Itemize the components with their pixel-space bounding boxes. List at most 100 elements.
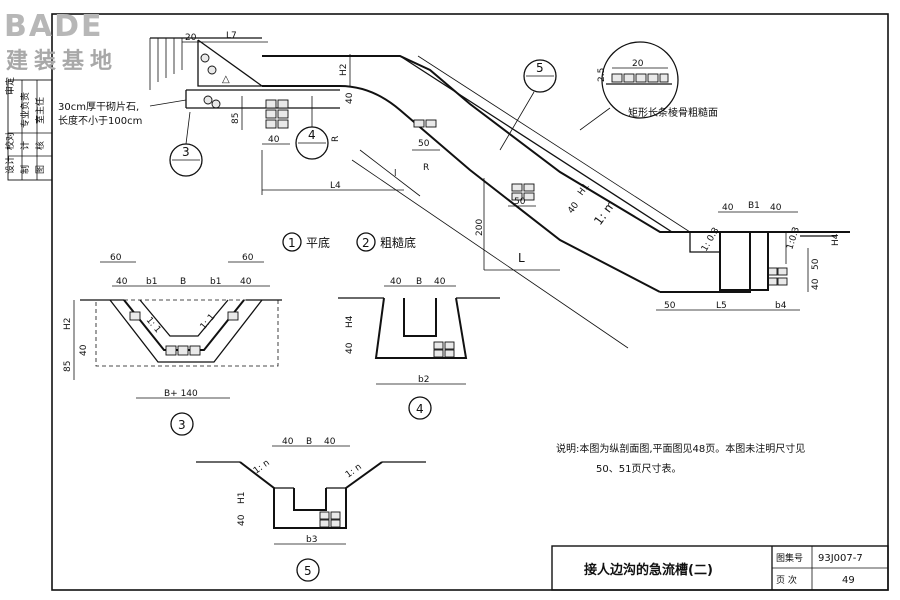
slope-03b: 1:0.3 — [785, 226, 802, 251]
dim-40-slope: 40 — [566, 200, 581, 215]
s4-num: 4 — [416, 402, 424, 416]
section-5: 40 B 40 1: n 1: n H1 40 b3 5 — [196, 437, 426, 582]
s3-B: B — [180, 277, 186, 287]
legend: 1 平底 2 粗糙底 — [282, 232, 416, 252]
dim-l: l — [394, 169, 397, 179]
s3-dim-40-r: 40 — [240, 277, 252, 287]
callout-4: 4 — [295, 96, 329, 160]
strip-c1-r3: 设计 — [4, 156, 16, 174]
dim-50-r: 50 — [811, 258, 821, 270]
callout-5: 5 — [499, 59, 557, 151]
s3-bottom: B+ 140 — [164, 389, 198, 399]
slope-1m: 1: m — [591, 198, 618, 228]
s5-dim-40: 40 — [237, 514, 247, 526]
s3-slope-l: 1: 1 — [144, 316, 163, 336]
strip-c3-r3: 图 — [35, 165, 46, 174]
strip-c1-r2: 校对 — [4, 132, 16, 150]
callout-5-num: 5 — [536, 61, 544, 75]
s3-dim-40-l: 40 — [116, 277, 128, 287]
s5-dim-40-r: 40 — [324, 437, 336, 447]
strip-c2-r2: 计 — [19, 141, 31, 150]
logo-subtitle: 建装基地 — [6, 49, 118, 74]
callout-3: 3 — [169, 111, 203, 177]
s5-b3: b3 — [306, 535, 317, 545]
stone-blocks — [265, 99, 788, 286]
atlas-value: 93J007-7 — [818, 553, 863, 564]
dim-H2-top: H2 — [339, 64, 349, 77]
dim-L7: L7 — [226, 31, 237, 41]
angle-mark: △ — [222, 74, 230, 85]
dim-50-a: 50 — [418, 139, 430, 149]
stone-note-line2: 长度不小于100cm — [58, 114, 142, 127]
s3-num: 3 — [178, 418, 186, 432]
strip-c2-r1: 专业负责 — [19, 92, 31, 128]
stone-note-line1: 30cm厚干砌片石, — [58, 100, 139, 113]
s3-dim-60-l: 60 — [110, 253, 122, 263]
longitudinal-section: △ 20 L7 H2 40 — [149, 31, 850, 349]
sheet-frame — [51, 13, 889, 591]
s4-b2: b2 — [418, 375, 429, 385]
R-b: R — [423, 163, 429, 173]
dim-200: 200 — [475, 219, 485, 236]
note-block: 说明:本图为纵剖面图,平面图见48页。本图未注明尺寸见 50、51页尺寸表。 — [556, 442, 805, 475]
s3-b1-l: b1 — [146, 277, 157, 287]
s3-H2: H2 — [63, 318, 73, 331]
dim-b4: b4 — [775, 301, 787, 311]
dim-40-b: 40 — [268, 135, 280, 145]
atlas-label: 图集号 — [776, 552, 803, 564]
dim-20-top: 20 — [185, 33, 197, 43]
legend-2-num: 2 — [362, 236, 370, 250]
callout-4-num: 4 — [308, 128, 316, 142]
s5-slope-l: 1: n — [252, 458, 272, 476]
strip-c3-r2: 核 — [34, 141, 46, 150]
s3-dim-60-r: 60 — [242, 253, 254, 263]
s5-dim-40-l: 40 — [282, 437, 294, 447]
callout-3-num: 3 — [182, 145, 190, 159]
logo-brand: BADE — [4, 9, 103, 44]
detail-25: 2.5 — [597, 68, 607, 82]
dim-50-bot: 50 — [664, 301, 676, 311]
dim-40-r1: 40 — [722, 203, 734, 213]
strip-c1-r1: 审定 — [4, 77, 16, 95]
approval-strip: 审定 校对 设计 专业负责 计 制 室主任 核 图 — [4, 77, 53, 181]
dim-40-r2: 40 — [770, 203, 782, 213]
R-a: R — [331, 136, 341, 142]
title-block: 接人边沟的急流槽(二) 图集号 93J007-7 页 次 49 — [551, 545, 889, 591]
section-3: 60 60 40 b1 B b1 40 1: 1 1: 1 H2 40 85 B… — [63, 253, 282, 436]
stone-note: 30cm厚干砌片石, 长度不小于100cm — [58, 99, 187, 127]
top-embankment: △ — [149, 37, 263, 109]
dim-L5: L5 — [716, 301, 727, 311]
s5-H1: H1 — [237, 492, 247, 505]
dim-50-b: 50 — [514, 197, 526, 207]
strip-c2-r3: 制 — [19, 165, 31, 174]
detail-title: 矩形长条棱骨粗糙面 — [628, 106, 718, 119]
legend-1-num: 1 — [288, 236, 296, 250]
rough-surface-detail: 20 2.5 矩形长条棱骨粗糙面 — [579, 41, 718, 131]
s4-H4: H4 — [345, 315, 355, 328]
dim-H4: H4 — [831, 233, 841, 246]
title-text: 接人边沟的急流槽(二) — [584, 562, 713, 578]
s3-b1-r: b1 — [210, 277, 221, 287]
legend-2-text: 粗糙底 — [380, 235, 416, 250]
dim-L4: L4 — [330, 181, 341, 191]
note-line2: 50、51页尺寸表。 — [596, 462, 681, 475]
s4-dim-40-r: 40 — [434, 277, 446, 287]
detail-20: 20 — [632, 59, 644, 69]
dim-40-r3: 40 — [811, 278, 821, 290]
s3-dim-85: 85 — [63, 361, 73, 372]
s4-B: B — [416, 277, 422, 287]
brand-logo: BADE 建装基地 — [4, 9, 118, 74]
s3-dim-40: 40 — [79, 344, 89, 356]
slope-hatching — [399, 55, 691, 233]
note-line1: 说明:本图为纵剖面图,平面图见48页。本图未注明尺寸见 — [556, 442, 805, 455]
s5-B: B — [306, 437, 312, 447]
s4-dim-40: 40 — [345, 342, 355, 354]
s4-dim-40-l: 40 — [390, 277, 402, 287]
strip-c3-r1: 室主任 — [34, 97, 46, 124]
page-label: 页 次 — [776, 574, 797, 586]
section-4: 40 B 40 H4 40 b2 4 — [338, 277, 500, 420]
dim-L-main: L — [518, 251, 525, 265]
legend-1-text: 平底 — [306, 235, 330, 250]
dim-B1: B1 — [748, 201, 760, 211]
